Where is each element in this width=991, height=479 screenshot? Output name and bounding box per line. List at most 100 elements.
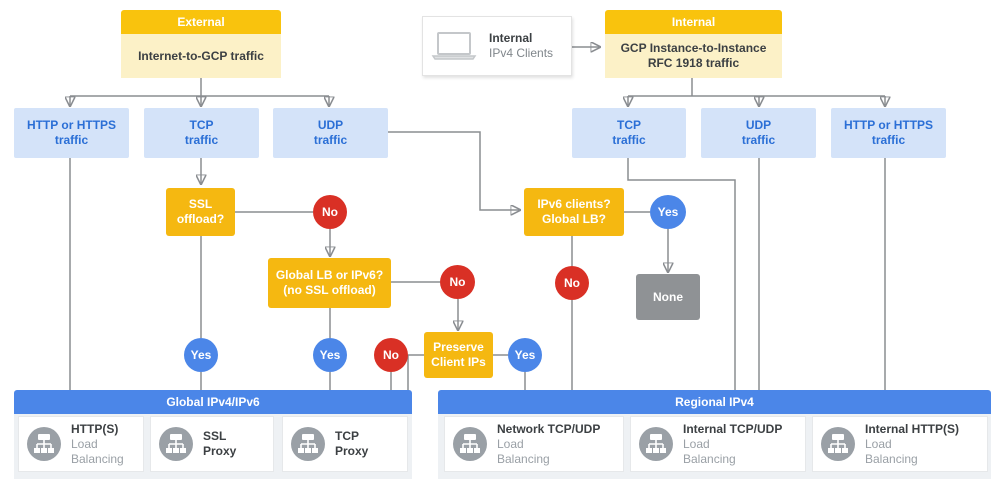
internal-header-tab: Internal [605, 10, 782, 34]
global-band-label: Global IPv4/IPv6 [166, 395, 260, 409]
product-subtitle: Balancing [865, 451, 918, 466]
traffic-label: traffic [313, 133, 348, 147]
traffic-label: traffic [871, 133, 906, 147]
traffic-label: traffic [184, 133, 219, 147]
load-balancer-icon [821, 427, 855, 461]
internal-clients-title: Internal [489, 31, 533, 45]
decision-label: Global LB? [542, 212, 606, 226]
internal-clients-text: Internal IPv4 Clients [489, 31, 553, 61]
product-subtitle: Load [497, 436, 524, 451]
traffic-label: traffic [612, 133, 646, 147]
product-card-ssl-proxy[interactable]: SSL Proxy [150, 416, 274, 472]
internal-ipv4-clients-card[interactable]: Internal IPv4 Clients [422, 16, 572, 76]
product-subtitle: Load [683, 436, 710, 451]
internal-clients-subtitle: IPv4 Clients [489, 46, 554, 60]
traffic-label: HTTP or HTTPS [843, 118, 934, 132]
answer-no-preserve[interactable]: No [374, 338, 408, 372]
traffic-box-ext-udp: UDP traffic [273, 108, 388, 158]
traffic-label: traffic [741, 133, 776, 147]
decision-label: Client IPs [431, 355, 486, 369]
global-band-header: Global IPv4/IPv6 [14, 390, 412, 414]
product-subtitle: Balancing [71, 451, 124, 466]
answer-yes-preserve[interactable]: Yes [508, 338, 542, 372]
traffic-box-int-http: HTTP or HTTPS traffic [831, 108, 946, 158]
decision-label: SSL [188, 197, 213, 211]
product-text: Internal TCP/UDP Load Balancing [683, 422, 782, 467]
answer-yes-global-lb[interactable]: Yes [313, 338, 347, 372]
product-title: SSL [203, 429, 227, 443]
product-card-tcp-proxy[interactable]: TCP Proxy [282, 416, 408, 472]
load-balancer-icon [453, 427, 487, 461]
internal-header-title: Internal [671, 14, 716, 29]
decision-preserve-client-ips: Preserve Client IPs [424, 332, 493, 378]
traffic-label: TCP [189, 118, 214, 132]
answer-yes-label: Yes [514, 347, 536, 362]
answer-yes-ssl[interactable]: Yes [184, 338, 218, 372]
product-card-network-lb[interactable]: Network TCP/UDP Load Balancing [444, 416, 624, 472]
laptop-icon [431, 32, 477, 60]
decision-label: offload? [176, 212, 225, 226]
load-balancer-icon [639, 427, 673, 461]
load-balancer-icon [27, 427, 61, 461]
product-title-line-2: Proxy [203, 444, 237, 458]
product-text: Internal HTTP(S) Load Balancing [865, 422, 959, 467]
traffic-box-int-udp: UDP traffic [701, 108, 816, 158]
answer-no-label: No [449, 274, 466, 289]
product-subtitle: Load [71, 436, 98, 451]
arrow-udp-to-ipv6 [388, 131, 520, 210]
traffic-label: TCP [617, 118, 641, 132]
product-text: TCP Proxy [335, 429, 368, 459]
product-text: Network TCP/UDP Load Balancing [497, 422, 600, 467]
traffic-label: traffic [54, 133, 89, 147]
product-title: TCP [335, 429, 359, 443]
answer-no-label: No [383, 347, 399, 362]
line-no-to-tcp-proxy [390, 355, 409, 390]
product-title-line-2: Proxy [335, 444, 369, 458]
result-none: None [636, 274, 700, 320]
product-text: HTTP(S) Load Balancing [71, 422, 124, 467]
traffic-label: HTTP or HTTPS [26, 118, 117, 132]
product-card-internal-https-lb[interactable]: Internal HTTP(S) Load Balancing [812, 416, 988, 472]
internal-header-line-1: GCP Instance-to-Instance [620, 41, 767, 55]
decision-label: IPv6 clients? [537, 197, 611, 211]
product-title: Network TCP/UDP [497, 421, 601, 436]
decision-label: Preserve [433, 340, 484, 354]
product-card-internal-tcp-udp-lb[interactable]: Internal TCP/UDP Load Balancing [630, 416, 806, 472]
traffic-box-ext-tcp: TCP traffic [144, 108, 259, 158]
traffic-box-int-tcp: TCP traffic [572, 108, 686, 158]
line-int-tcp-to-internal-lb [627, 158, 736, 390]
product-subtitle: Load [865, 436, 892, 451]
decision-label: (no SSL offload) [283, 283, 376, 297]
traffic-label: UDP [317, 118, 344, 132]
product-title: Internal HTTP(S) [865, 421, 960, 436]
product-title: Internal TCP/UDP [683, 421, 783, 436]
external-header-tab: External [121, 10, 281, 34]
product-title: HTTP(S) [71, 421, 119, 436]
none-label: None [653, 289, 683, 304]
answer-no-label: No [322, 204, 338, 219]
traffic-box-ext-http: HTTP or HTTPS traffic [14, 108, 129, 158]
external-header-body: Internet-to-GCP traffic [121, 34, 281, 78]
answer-yes-label: Yes [657, 204, 679, 219]
regional-band-header: Regional IPv4 [438, 390, 991, 414]
decision-label: Global LB or IPv6? [275, 268, 384, 282]
answer-yes-label: Yes [319, 347, 341, 362]
traffic-label: UDP [745, 118, 772, 132]
answer-yes-label: Yes [190, 347, 212, 362]
external-header-text: Internet-to-GCP traffic [138, 48, 264, 63]
internal-header-line-2: RFC 1918 traffic [647, 56, 740, 70]
answer-no-ipv6[interactable]: No [555, 266, 589, 300]
answer-no-global-lb[interactable]: No [440, 265, 475, 299]
decision-ssl-offload: SSL offload? [166, 188, 235, 236]
answer-yes-ipv6[interactable]: Yes [650, 195, 686, 229]
load-balancer-icon [159, 427, 193, 461]
product-subtitle: Balancing [497, 451, 550, 466]
internal-header-body: GCP Instance-to-Instance RFC 1918 traffi… [605, 34, 782, 78]
product-card-https-lb[interactable]: HTTP(S) Load Balancing [18, 416, 144, 472]
decision-global-lb: Global LB or IPv6? (no SSL offload) [268, 258, 391, 308]
answer-no-ssl[interactable]: No [313, 195, 347, 229]
answer-no-label: No [564, 275, 580, 290]
regional-band-label: Regional IPv4 [675, 395, 754, 409]
